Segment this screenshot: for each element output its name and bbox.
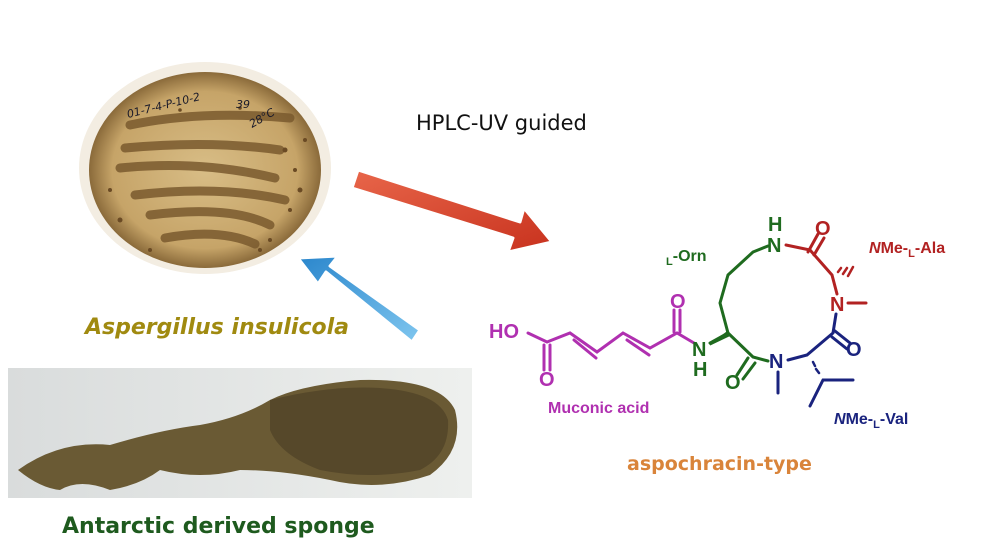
chemical-structure: HO O O N H N H O O N N O L-Orn NMe-L-Ala… — [489, 214, 945, 431]
ornithine-bonds — [708, 244, 770, 381]
label-nme-l-ala: NMe-L-Ala — [869, 240, 945, 260]
atom-h-amide: H — [693, 359, 707, 381]
label-l-orn: L-Orn — [666, 248, 707, 268]
sponge-photo — [8, 368, 472, 498]
alanine-bonds — [784, 232, 868, 305]
method-label: HPLC-UV guided — [416, 111, 587, 135]
label-nme-l-val: NMe-L-Val — [834, 411, 908, 431]
sponge-label: Antarctic derived sponge — [62, 514, 375, 539]
atom-o-acid: O — [539, 369, 555, 391]
atom-o-ala: O — [815, 218, 831, 240]
atom-o-amide: O — [670, 291, 686, 313]
dish-handwriting-number: 39 — [236, 98, 250, 111]
compound-class-label: aspochracin-type — [627, 453, 812, 475]
muconic-bonds — [526, 308, 696, 372]
colony-dots — [108, 106, 307, 252]
atom-ho: HO — [489, 321, 519, 343]
fungal-streaks — [115, 110, 295, 249]
atom-n-val: N — [769, 351, 783, 373]
atom-n-amide: N — [692, 339, 706, 361]
label-muconic-acid: Muconic acid — [548, 400, 649, 417]
fungus-label: Aspergillus insulicola — [83, 315, 349, 340]
atom-n-ring: N — [767, 235, 781, 257]
atom-h-ring: H — [768, 214, 782, 236]
atom-o-val: O — [846, 339, 862, 361]
valine-bonds — [776, 312, 855, 408]
blue-arrow — [296, 254, 422, 344]
atom-o-orn: O — [725, 372, 741, 394]
red-arrow — [350, 168, 554, 254]
petri-dish-photo: 01-7-4-P-10-2 39 28°C — [79, 62, 331, 274]
atom-n-ala: N — [830, 294, 844, 316]
